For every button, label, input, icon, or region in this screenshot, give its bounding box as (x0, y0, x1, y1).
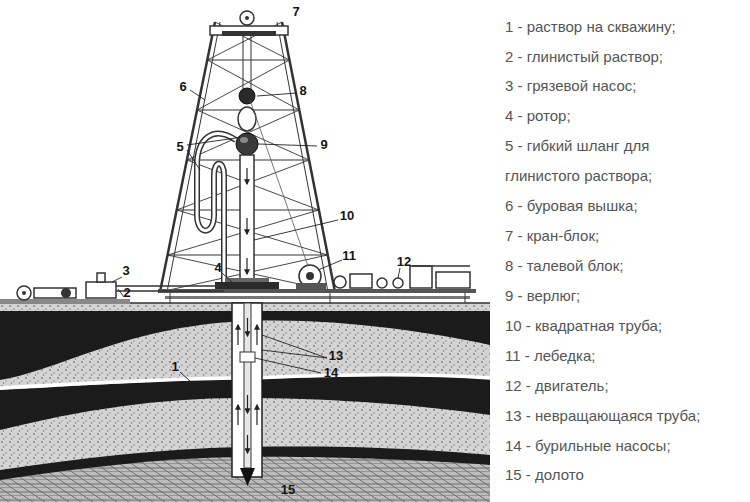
ground-layers (0, 303, 490, 502)
callout-number: 4 (214, 261, 221, 275)
rig-floor (158, 100, 476, 303)
mud-pump (0, 273, 224, 304)
callout-number: 15 (281, 483, 295, 497)
key-entry: 2 - глинистый раствор; (505, 42, 727, 72)
callout-number: 3 (122, 264, 129, 278)
key-entry: 5 - гибкий шланг для глинистого раствора… (505, 131, 727, 191)
derrick (160, 22, 335, 292)
key-entry: 10 - квадратная труба; (505, 311, 727, 341)
callout-number: 12 (397, 255, 411, 269)
callout-number: 5 (176, 140, 183, 154)
callout-number: 9 (320, 138, 327, 152)
callout-number: 11 (342, 249, 356, 263)
callout-number: 6 (179, 80, 186, 94)
key-entry: 11 - лебедка; (505, 341, 727, 371)
key-entry: 13 - невращающаяся труба; (505, 401, 727, 431)
callout-number: 2 (123, 286, 130, 300)
key-entry: 3 - грязевой насос; (505, 71, 727, 101)
key-entry: 7 - кран-блок; (505, 221, 727, 251)
key-entry: 8 - талевой блок; (505, 251, 727, 281)
key-entry: 4 - ротор; (505, 101, 727, 131)
callout-number: 14 (324, 366, 338, 380)
callout-number: 10 (340, 209, 354, 223)
callout-number: 1 (171, 360, 178, 374)
key-entry: 6 - буровая вышка; (505, 191, 727, 221)
borehole (232, 303, 262, 486)
key-entry: 9 - верлюг; (505, 281, 727, 311)
key-entry: 1 - раствор на скважину; (505, 12, 727, 42)
key-entry: 12 - двигатель; (505, 371, 727, 401)
callout-number: 8 (299, 84, 306, 98)
leader-lines (112, 90, 400, 381)
mud-hose (197, 134, 236, 289)
callout-number: 13 (329, 349, 343, 363)
callout-number: 7 (292, 5, 299, 19)
key-entry: 14 - бурильные насосы; (505, 431, 727, 461)
key-entry: 15 - долото (505, 460, 727, 490)
